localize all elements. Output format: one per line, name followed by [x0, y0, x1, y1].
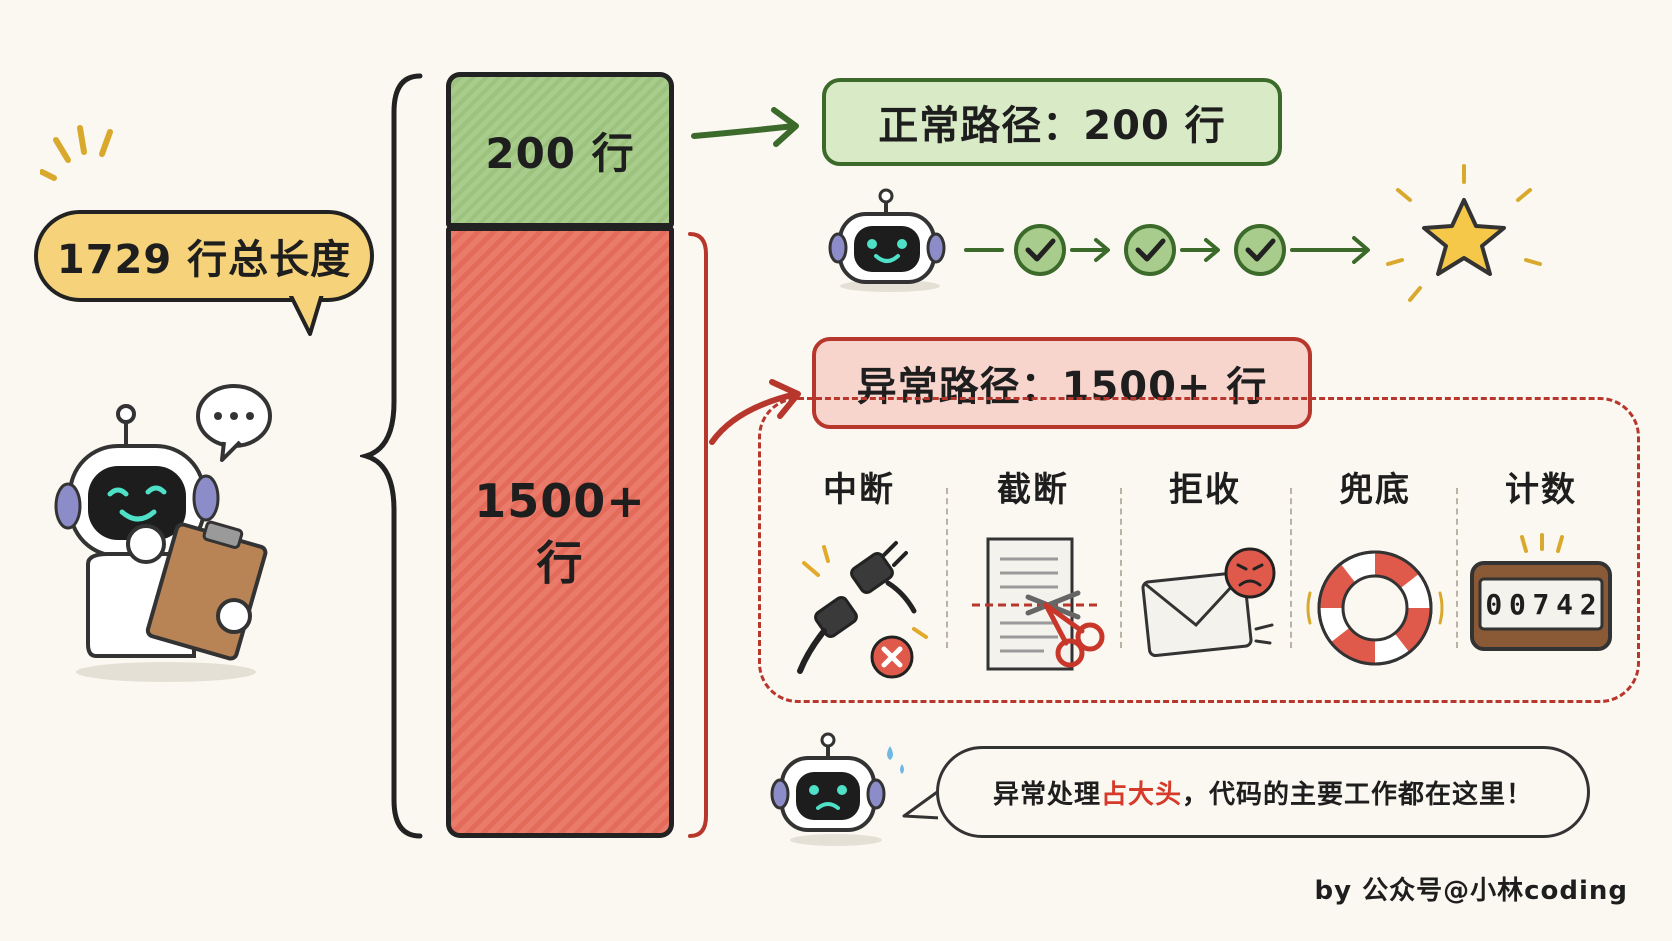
worried-robot-icon [770, 732, 904, 846]
cut-document-icon [972, 537, 1105, 671]
bubble-tail [288, 290, 326, 336]
lifebuoy-icon [1306, 550, 1444, 666]
thinking-bubble-icon [196, 384, 272, 462]
error-path-text: 异常路径：1500+ 行 [856, 364, 1268, 410]
total-length-label: 1729 行总长度 [56, 237, 352, 283]
category-divider [1456, 488, 1458, 648]
counter-icon: 0 0 7 4 2 [1466, 533, 1616, 683]
unplugged-plug-icon [797, 541, 928, 679]
normal-path-label: 正常路径：200 行 [822, 78, 1282, 166]
robot-with-clipboard-icon [54, 404, 268, 682]
check-circle-icon [1014, 224, 1066, 276]
counter-digit: 4 [1556, 587, 1573, 621]
error-path-bar: 1500+ 行 [446, 226, 674, 838]
counter-digit: 0 [1508, 587, 1526, 621]
category-label: 中断 [823, 470, 895, 510]
success-flow [964, 224, 1370, 276]
check-circle-icon [1234, 224, 1286, 276]
counter-frame [1470, 533, 1612, 651]
normal-path-bar: 200 行 [446, 72, 674, 228]
normal-arrow-icon [691, 107, 799, 147]
normal-path-text: 正常路径：200 行 [878, 103, 1226, 149]
category-reject: 拒收 [1120, 462, 1290, 683]
total-length-bubble: 1729 行总长度 [34, 210, 374, 302]
check-circle-icon [1124, 224, 1176, 276]
category-divider [1120, 488, 1122, 648]
tip-highlight: 占大头 [1100, 779, 1182, 810]
category-divider [946, 488, 948, 648]
category-count: 计数 0 0 7 4 2 [1456, 462, 1626, 683]
happy-robot-icon [828, 188, 946, 292]
normal-bar-label: 200 行 [485, 128, 635, 178]
category-interrupt: 中断 [774, 462, 944, 683]
tip-prefix: 异常处理 [992, 779, 1101, 810]
error-bar-value: 1500+ [474, 474, 646, 528]
category-truncate: 截断 [948, 462, 1118, 683]
category-label: 拒收 [1169, 470, 1241, 510]
category-label: 兜底 [1339, 470, 1411, 510]
emphasis-marks-icon [40, 125, 113, 181]
error-bar-unit: 行 [536, 536, 584, 590]
error-category-box [758, 397, 1640, 703]
counter-digits: 0 0 7 4 2 [1482, 581, 1600, 627]
error-path-label: 异常路径：1500+ 行 [812, 337, 1312, 429]
category-divider [1290, 488, 1292, 648]
counter-digit: 0 [1485, 587, 1503, 621]
star-icon [1386, 164, 1542, 302]
author-credit: by 公众号@小林coding [1314, 876, 1628, 906]
category-label: 截断 [997, 470, 1069, 510]
counter-digit: 2 [1579, 587, 1597, 621]
counter-digit: 7 [1532, 587, 1550, 621]
total-brace [360, 73, 423, 839]
category-label: 计数 [1505, 470, 1577, 510]
error-bracket [688, 232, 708, 838]
tip-suffix: ，代码的主要工作都在这里！ [1182, 779, 1534, 810]
category-fallback: 兜底 [1290, 462, 1460, 683]
error-bar-label: 1500+ 行 [474, 470, 646, 594]
tip-bubble: 异常处理占大头，代码的主要工作都在这里！ [936, 746, 1590, 838]
rejected-envelope-icon [1141, 547, 1276, 658]
